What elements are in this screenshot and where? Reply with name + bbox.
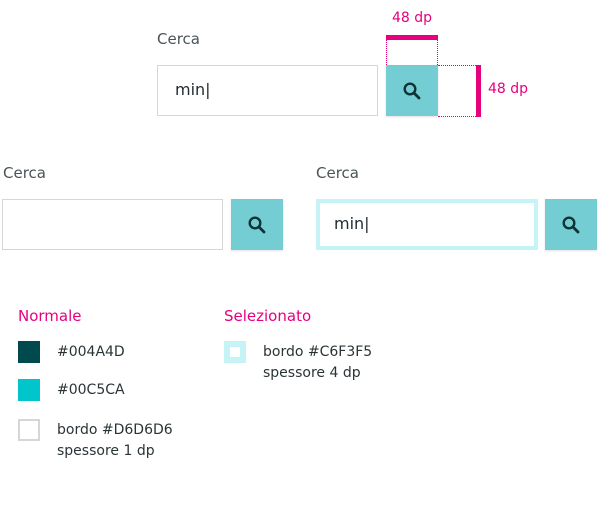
spec-search-button[interactable] xyxy=(386,65,438,116)
spec-search-value: min| xyxy=(175,80,211,99)
legend-border-selected-text: bordo #C6F3F5 spessore 4 dp xyxy=(263,342,372,384)
empty-search-label: Cerca xyxy=(3,164,46,182)
swatch-border-selected xyxy=(224,341,246,363)
spec-search-label: Cerca xyxy=(157,30,200,48)
width-guide-left xyxy=(386,40,387,65)
width-annotation-label: 48 dp xyxy=(391,10,433,26)
swatch-teal xyxy=(18,379,40,401)
width-guide-right xyxy=(437,40,438,65)
search-icon xyxy=(403,81,421,99)
height-guide-top xyxy=(438,65,478,66)
selected-search-input[interactable]: min| xyxy=(316,199,538,250)
selected-search-value: min| xyxy=(334,214,370,233)
height-annotation-label: 48 dp xyxy=(488,81,529,97)
swatch-dark-teal xyxy=(18,341,40,363)
height-annotation-bar xyxy=(476,65,481,117)
width-annotation-bar xyxy=(386,35,438,40)
legend-border-normal-line2: spessore 1 dp xyxy=(57,443,155,459)
legend-border-normal-text: bordo #D6D6D6 spessore 1 dp xyxy=(57,420,173,462)
legend-selected-title: Selezionato xyxy=(224,307,312,325)
height-guide-bottom xyxy=(438,116,478,117)
selected-search-button[interactable] xyxy=(545,199,597,250)
search-icon xyxy=(248,215,266,233)
selected-search-label: Cerca xyxy=(316,164,359,182)
legend-teal-text: #00C5CA xyxy=(57,382,125,398)
legend-border-selected-line2: spessore 4 dp xyxy=(263,365,361,381)
legend-border-normal-line1: bordo #D6D6D6 xyxy=(57,422,173,438)
spec-search-input[interactable]: min| xyxy=(157,65,378,116)
search-icon xyxy=(562,215,580,233)
empty-search-button[interactable] xyxy=(231,199,283,250)
empty-search-input[interactable] xyxy=(2,199,223,250)
legend-border-selected-line1: bordo #C6F3F5 xyxy=(263,344,373,360)
legend-dark-teal-text: #004A4D xyxy=(57,344,125,360)
legend-normal-title: Normale xyxy=(18,307,82,325)
swatch-border-normal xyxy=(18,419,40,441)
